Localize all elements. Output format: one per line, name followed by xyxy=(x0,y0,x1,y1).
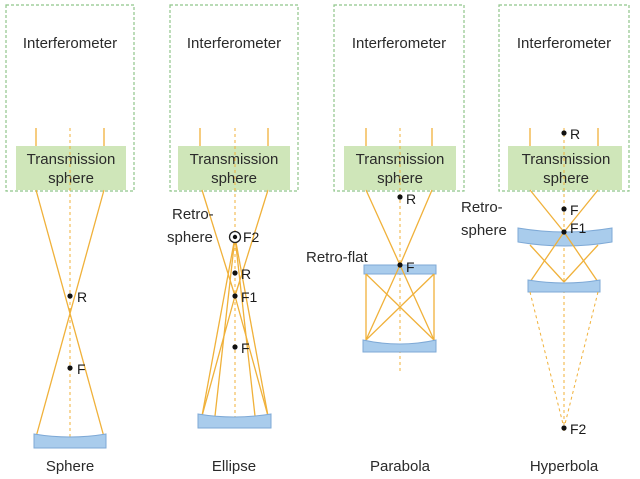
virtual-ray xyxy=(563,291,599,429)
interferometer-label: Interferometer xyxy=(23,35,117,52)
ray xyxy=(563,189,599,233)
ray xyxy=(234,236,269,417)
point-marker xyxy=(232,344,238,350)
ray xyxy=(529,244,565,283)
transmission-sphere-label-2: sphere xyxy=(211,170,257,187)
point-label-f: F xyxy=(77,361,86,377)
caption-ellipse: Ellipse xyxy=(212,458,256,475)
ray xyxy=(35,189,105,438)
panel-ellipse: Interferometer Transmission sphere Retro… xyxy=(167,4,299,475)
point-marker xyxy=(397,194,403,200)
point-marker xyxy=(232,234,238,240)
point-marker xyxy=(232,270,238,276)
panel-sphere: Interferometer Transmission sphere R F S… xyxy=(5,4,135,475)
retro-flat-label: Retro-flat xyxy=(306,249,369,266)
point-label-f: F xyxy=(241,340,250,356)
retro-sphere-label-1: Retro- xyxy=(461,199,503,216)
parabola-test-mirror xyxy=(362,339,437,353)
caption-parabola: Parabola xyxy=(370,458,431,475)
transmission-sphere-label-1: Transmission xyxy=(27,151,116,168)
ray xyxy=(234,189,269,297)
point-label-f2: F2 xyxy=(570,421,587,437)
point-label-f1: F1 xyxy=(570,220,587,236)
point-marker xyxy=(561,130,567,136)
caption-sphere: Sphere xyxy=(46,458,94,475)
ray xyxy=(201,189,236,297)
retro-sphere-mirror xyxy=(517,227,613,247)
point-marker xyxy=(67,293,73,299)
transmission-sphere xyxy=(16,146,126,190)
point-marker xyxy=(561,206,567,212)
ray xyxy=(201,236,236,417)
ray xyxy=(234,295,269,417)
transmission-sphere-label-2: sphere xyxy=(48,170,94,187)
ray xyxy=(365,264,401,341)
interferometer-label: Interferometer xyxy=(187,35,281,52)
point-label-r: R xyxy=(241,266,251,282)
ray xyxy=(399,189,433,266)
virtual-ray xyxy=(529,291,565,429)
point-label-f1: F1 xyxy=(241,289,258,305)
ray xyxy=(529,189,565,233)
ray xyxy=(214,236,236,417)
caption-hyperbola: Hyperbola xyxy=(530,458,599,475)
transmission-sphere xyxy=(178,146,290,190)
ray xyxy=(201,295,236,417)
interferometer-label: Interferometer xyxy=(352,35,446,52)
point-label-r: R xyxy=(406,191,416,207)
point-marker xyxy=(397,262,403,268)
point-marker xyxy=(232,293,238,299)
point-marker xyxy=(561,229,567,235)
point-marker xyxy=(67,365,73,371)
ray xyxy=(563,231,599,283)
panel-hyperbola: Interferometer Transmission sphere R F F… xyxy=(461,4,630,475)
ray xyxy=(529,231,565,283)
ray xyxy=(399,264,435,341)
point-label-f: F xyxy=(570,202,579,218)
transmission-sphere-label-1: Transmission xyxy=(522,151,611,168)
transmission-sphere-label-1: Transmission xyxy=(190,151,279,168)
ray xyxy=(234,236,256,417)
hyperbola-test-mirror xyxy=(527,279,601,293)
point-label-f: F xyxy=(406,259,415,275)
panel-parabola: Interferometer Transmission sphere R F R… xyxy=(306,4,465,475)
retro-sphere-label-1: Retro- xyxy=(172,206,214,223)
point-label-f2: F2 xyxy=(243,229,260,245)
interferometer-label: Interferometer xyxy=(517,35,611,52)
spherical-test-mirror xyxy=(33,433,107,449)
ellipse-test-mirror xyxy=(197,413,272,429)
ray xyxy=(563,244,599,283)
transmission-sphere-label-2: sphere xyxy=(543,170,589,187)
retro-sphere-label-2: sphere xyxy=(461,222,507,239)
transmission-sphere xyxy=(508,146,622,190)
ray xyxy=(365,189,401,266)
ray xyxy=(365,273,435,341)
retro-sphere-label-2: sphere xyxy=(167,229,213,246)
point-marker xyxy=(561,425,567,431)
point-label-r: R xyxy=(570,126,580,142)
point-label-r: R xyxy=(77,289,87,305)
